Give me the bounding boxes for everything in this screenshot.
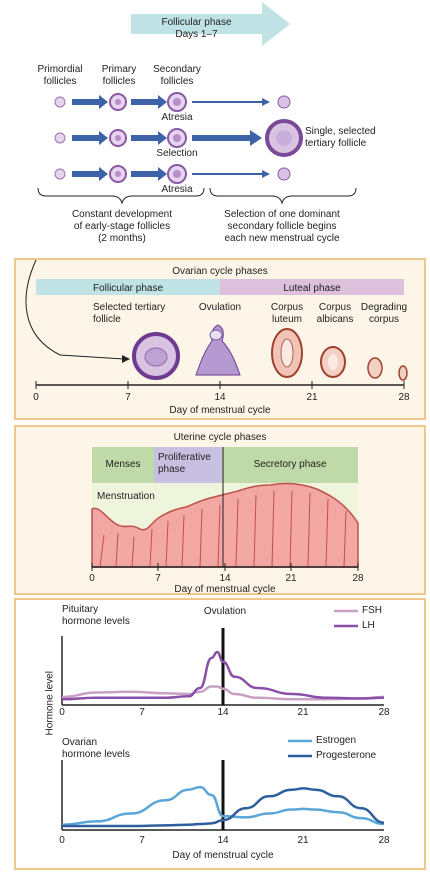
hormone-panel bbox=[14, 598, 426, 870]
caption-right-3: each new menstrual cycle bbox=[224, 233, 340, 244]
uterine-tick-0: 0 bbox=[89, 573, 95, 584]
stage-selected-tertiary-1: Selected tertiary bbox=[93, 302, 166, 313]
stage-ovulation: Ovulation bbox=[198, 302, 242, 313]
header-primordial-2: follicles bbox=[43, 76, 77, 87]
uterine-graphics bbox=[91, 447, 359, 571]
follicular-phase-arrow bbox=[131, 2, 290, 46]
stage-corpus-luteum-2: luteum bbox=[271, 314, 302, 325]
header-primary-1: Primary bbox=[101, 64, 137, 75]
header-primordial-1: Primordial bbox=[37, 64, 83, 75]
menses-label: Menses bbox=[105, 459, 141, 470]
uterine-tick-7: 7 bbox=[155, 573, 161, 584]
series-line-progesterone bbox=[61, 787, 385, 828]
follicle-row-1 bbox=[54, 92, 291, 112]
ovarian-title: Ovarian cycle phases bbox=[172, 266, 268, 277]
pit-tick-14: 14 bbox=[217, 707, 229, 718]
atresia-top-label: Atresia bbox=[161, 112, 193, 123]
caption-left-1: Constant development bbox=[71, 209, 173, 220]
stage-corpus-albicans-1: Corpus bbox=[318, 302, 352, 313]
caption-left-2: of early-stage follicles bbox=[73, 221, 171, 232]
series-line-fsh bbox=[61, 685, 385, 701]
ov-tick-7: 7 bbox=[139, 835, 145, 846]
tertiary-label-1: Single, selected bbox=[305, 126, 376, 137]
stage-degrading-1: Degrading bbox=[360, 302, 408, 313]
ovarian-xlabel: Day of menstrual cycle bbox=[169, 405, 271, 416]
caption-right-1: Selection of one dominant bbox=[224, 209, 340, 220]
follicular-phase-label: Follicular phase bbox=[92, 283, 164, 294]
caption-right-2: secondary follicle begins bbox=[227, 221, 337, 232]
stage-degrading-2: corpus bbox=[368, 314, 399, 325]
uterine-tick-28: 28 bbox=[352, 573, 364, 584]
legend-fsh: FSH bbox=[362, 605, 382, 616]
series-line-estrogen bbox=[61, 785, 385, 826]
ovulation-follicle bbox=[195, 324, 241, 376]
uterine-title: Uterine cycle phases bbox=[173, 432, 267, 443]
pit-tick-28: 28 bbox=[378, 707, 390, 718]
pituitary-label-2: hormone levels bbox=[62, 616, 130, 627]
secretory-label: Secretory phase bbox=[253, 459, 327, 470]
header-secondary-2: follicles bbox=[160, 76, 194, 87]
ovarian-tick-0: 0 bbox=[33, 392, 39, 403]
hormone-xlabel: Day of menstrual cycle bbox=[172, 850, 274, 861]
stage-corpus-albicans-2: albicans bbox=[316, 314, 354, 325]
right-brace bbox=[209, 187, 357, 205]
stage-selected-tertiary-2: follicle bbox=[93, 314, 121, 325]
selection-curve-arrow bbox=[25, 259, 125, 360]
ov-tick-14: 14 bbox=[217, 835, 229, 846]
degrading-corpus-1 bbox=[367, 357, 383, 379]
pit-tick-7: 7 bbox=[139, 707, 145, 718]
ov-tick-28: 28 bbox=[378, 835, 390, 846]
ovarian-graphics bbox=[25, 259, 408, 389]
ovarian-tick-14: 14 bbox=[214, 392, 226, 403]
header-primary-2: follicles bbox=[102, 76, 136, 87]
caption-left-3: (2 months) bbox=[98, 233, 146, 244]
degrading-corpus-2 bbox=[398, 365, 408, 381]
proliferative-box bbox=[154, 447, 222, 483]
ovarian-hormone-label-2: hormone levels bbox=[62, 749, 130, 760]
menses-box bbox=[92, 447, 154, 483]
series-line-lh bbox=[61, 650, 385, 701]
phase-arrow-line2: Days 1–7 bbox=[175, 29, 218, 40]
left-brace bbox=[37, 187, 205, 205]
ov-tick-21: 21 bbox=[297, 835, 309, 846]
ovarian-tick-21: 21 bbox=[306, 392, 318, 403]
menstruation-label: Menstruation bbox=[97, 491, 155, 502]
uterine-tick-21: 21 bbox=[285, 573, 297, 584]
uterine-tick-14: 14 bbox=[219, 573, 231, 584]
proliferative-label-2: phase bbox=[158, 464, 186, 475]
legend-progesterone: Progesterone bbox=[316, 750, 377, 761]
phase-arrow-line1: Follicular phase bbox=[161, 17, 232, 28]
header-secondary-1: Secondary bbox=[153, 64, 201, 75]
atresia-bottom-label: Atresia bbox=[161, 184, 193, 195]
legend-estrogen: Estrogen bbox=[316, 735, 357, 746]
stage-corpus-luteum-1: Corpus bbox=[270, 302, 304, 313]
uterine-xlabel: Day of menstrual cycle bbox=[174, 584, 276, 595]
follicular-phase-bar bbox=[36, 279, 220, 295]
pit-tick-21: 21 bbox=[297, 707, 309, 718]
follicle-row-2 bbox=[54, 119, 303, 157]
ovarian-tick-7: 7 bbox=[125, 392, 131, 403]
selection-label: Selection bbox=[156, 148, 198, 159]
hormone-ylabel: Hormone level bbox=[44, 671, 56, 736]
tertiary-label-2: tertiary follicle bbox=[305, 138, 367, 149]
luteal-phase-bar bbox=[220, 279, 404, 295]
pit-tick-0: 0 bbox=[59, 707, 65, 718]
hormone-ovulation-label: Ovulation bbox=[203, 606, 247, 617]
follicle-diagram bbox=[37, 2, 357, 205]
secretory-box bbox=[222, 447, 358, 483]
follicle-row-3 bbox=[54, 164, 291, 184]
proliferative-label-1: Proliferative bbox=[158, 452, 211, 463]
pituitary-label-1: Pituitary bbox=[62, 604, 99, 615]
ov-tick-0: 0 bbox=[59, 835, 65, 846]
luteal-phase-label: Luteal phase bbox=[283, 283, 341, 294]
legend-lh: LH bbox=[362, 620, 375, 631]
ovarian-hormone-label-1: Ovarian bbox=[62, 737, 98, 748]
ovarian-tick-28: 28 bbox=[398, 392, 410, 403]
